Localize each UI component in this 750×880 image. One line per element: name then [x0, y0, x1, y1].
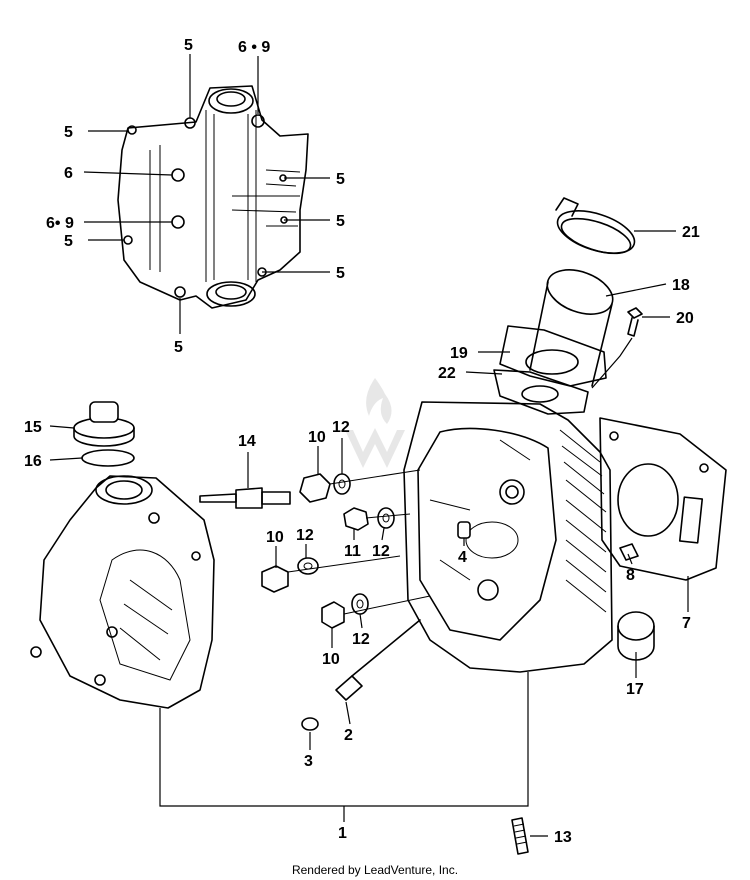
watermark-logo — [345, 378, 405, 468]
washer-left — [297, 557, 319, 575]
retaining-ring — [301, 717, 319, 731]
leader-lines — [49, 54, 689, 837]
hose-clamp — [555, 197, 636, 255]
callout-12: 12 — [372, 543, 390, 560]
nut-11 — [343, 507, 369, 531]
cap-nut-left — [261, 565, 289, 593]
callout-5: 5 — [174, 339, 183, 356]
callout-16: 16 — [24, 453, 42, 470]
callout-5: 5 — [336, 213, 345, 230]
callout-21: 21 — [682, 224, 700, 241]
cap-nut-low — [321, 601, 345, 629]
cap-nut-top — [299, 473, 331, 503]
side-cover — [30, 475, 215, 709]
callout-12: 12 — [332, 419, 350, 436]
intake-pipe — [499, 269, 614, 387]
callouts: 5 6 • 9 5 6 6• 9 5 5 5 5 5 21 18 20 19 2… — [24, 37, 700, 846]
callout-19: 19 — [450, 345, 468, 362]
dowel-pin — [619, 543, 639, 561]
callout-14: 14 — [238, 433, 256, 450]
end-plug — [617, 611, 655, 661]
callout-1: 1 — [338, 825, 347, 842]
callout-12: 12 — [352, 631, 370, 648]
callout-4: 4 — [458, 549, 467, 566]
oil-filler-cap — [73, 401, 135, 447]
callout-7: 7 — [682, 615, 691, 632]
callout-6: 6 — [64, 165, 73, 182]
callout-6-9: 6 • 9 — [238, 39, 270, 56]
callout-17: 17 — [626, 681, 644, 698]
o-ring — [81, 449, 135, 467]
gasket-19-22 — [493, 369, 589, 415]
callout-15: 15 — [24, 419, 42, 436]
callout-20: 20 — [676, 310, 694, 327]
bolt-20 — [627, 307, 643, 337]
cylinder-head — [403, 401, 613, 673]
dowel-4 — [457, 521, 471, 539]
spark-plug — [199, 487, 291, 509]
callout-6-9: 6• 9 — [46, 215, 74, 232]
callout-10: 10 — [322, 651, 340, 668]
head-gasket — [599, 417, 727, 581]
callout-18: 18 — [672, 277, 690, 294]
fitting — [335, 619, 421, 701]
callout-12: 12 — [296, 527, 314, 544]
callout-10: 10 — [308, 429, 326, 446]
callout-8: 8 — [626, 567, 635, 584]
callout-5: 5 — [336, 265, 345, 282]
callout-22: 22 — [438, 365, 456, 382]
callout-5: 5 — [64, 124, 73, 141]
washer-top — [333, 473, 351, 495]
callout-13: 13 — [554, 829, 572, 846]
stud-bolt — [511, 817, 529, 855]
callout-3: 3 — [304, 753, 313, 770]
callout-5: 5 — [184, 37, 193, 54]
footer-credit: Rendered by LeadVenture, Inc. — [292, 863, 458, 877]
washer-mid — [377, 507, 395, 529]
callout-5: 5 — [336, 171, 345, 188]
callout-5: 5 — [64, 233, 73, 250]
callout-10: 10 — [266, 529, 284, 546]
callout-2: 2 — [344, 727, 353, 744]
cylinder-head-bottom-view — [117, 85, 309, 309]
callout-11: 11 — [344, 543, 361, 560]
